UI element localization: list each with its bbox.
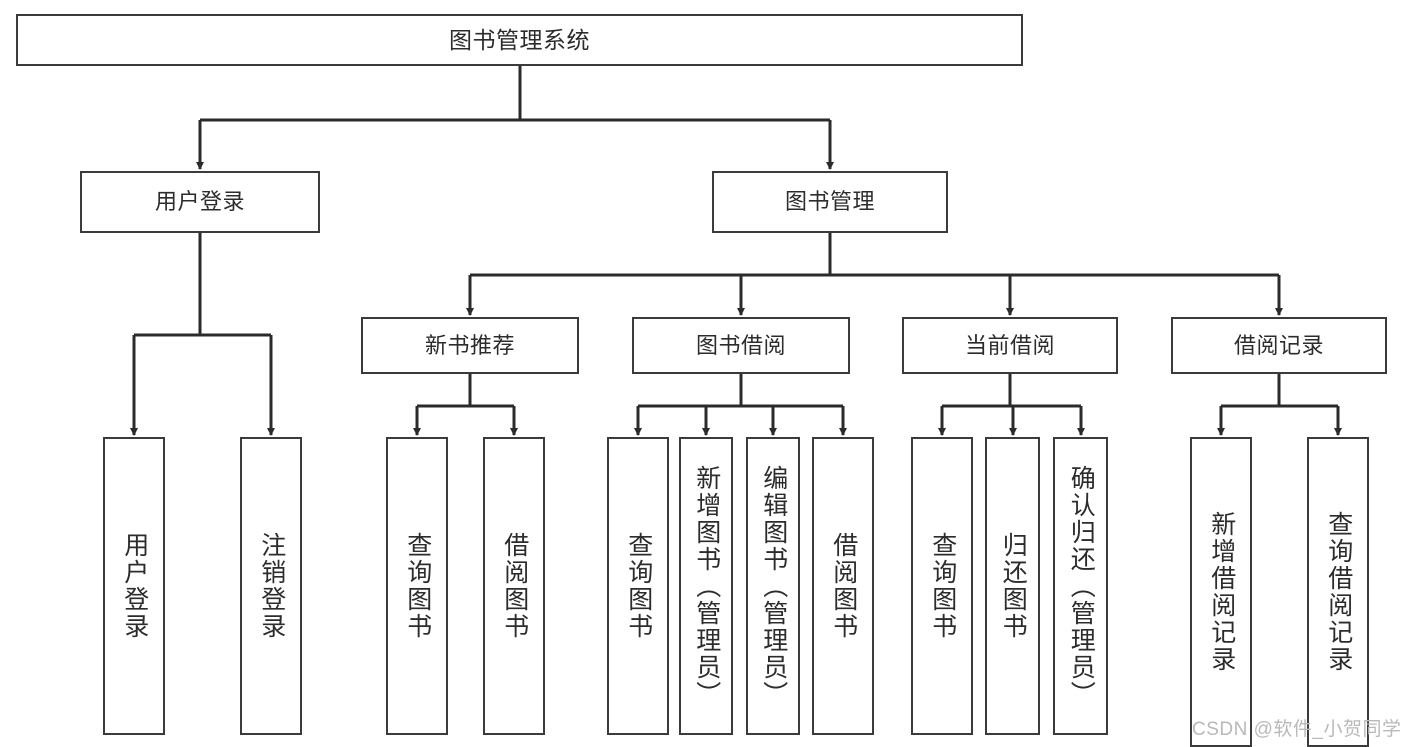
node-label: 图书借阅 <box>695 332 786 358</box>
node-leaf-add-book[interactable]: 新增图书（管理员） <box>679 437 733 735</box>
node-label: 查询图书 <box>624 532 653 640</box>
node-label: 图书管理系统 <box>449 26 590 53</box>
node-label: 用户登录 <box>154 189 245 214</box>
node-leaf-query-book-2[interactable]: 查询图书 <box>607 437 669 735</box>
node-borrow-record[interactable]: 借阅记录 <box>1171 317 1387 374</box>
node-user-login[interactable]: 用户登录 <box>80 171 320 233</box>
node-leaf-confirm-return[interactable]: 确认归还（管理员） <box>1053 437 1108 735</box>
node-new-book-recommend[interactable]: 新书推荐 <box>361 317 579 374</box>
node-label: 归还图书 <box>999 532 1028 640</box>
node-label: 注销登录 <box>257 532 286 640</box>
node-label: 确认归还（管理员） <box>1067 464 1096 708</box>
node-leaf-user-login[interactable]: 用户登录 <box>103 437 165 735</box>
node-label: 编辑图书（管理员） <box>759 464 788 708</box>
node-leaf-return-book[interactable]: 归还图书 <box>985 437 1040 735</box>
node-label: 新增图书（管理员） <box>692 464 721 708</box>
node-leaf-borrow-book-2[interactable]: 借阅图书 <box>812 437 874 735</box>
node-leaf-logout[interactable]: 注销登录 <box>240 437 302 735</box>
node-root[interactable]: 图书管理系统 <box>16 14 1023 66</box>
node-book-borrow[interactable]: 图书借阅 <box>632 317 850 374</box>
node-label: 用户登录 <box>120 532 149 640</box>
node-leaf-edit-book[interactable]: 编辑图书（管理员） <box>746 437 800 735</box>
edge-layer <box>130 66 1342 436</box>
node-label: 查询借阅记录 <box>1324 511 1353 673</box>
node-label: 查询图书 <box>403 532 432 640</box>
node-label: 借阅图书 <box>500 532 529 640</box>
node-leaf-borrow-book-1[interactable]: 借阅图书 <box>483 437 545 735</box>
node-label: 当前借阅 <box>964 332 1055 358</box>
node-label: 借阅图书 <box>829 532 858 640</box>
node-label: 新增借阅记录 <box>1207 511 1236 673</box>
node-leaf-add-record[interactable]: 新增借阅记录 <box>1190 437 1252 747</box>
csdn-watermark: CSDN @软件_小贺同学 <box>1192 719 1402 740</box>
node-label: 借阅记录 <box>1233 332 1324 358</box>
node-label: 新书推荐 <box>424 332 515 358</box>
node-leaf-query-book-3[interactable]: 查询图书 <box>911 437 973 735</box>
node-current-borrow[interactable]: 当前借阅 <box>902 317 1118 374</box>
node-book-manage[interactable]: 图书管理 <box>712 171 948 233</box>
node-label: 图书管理 <box>784 189 875 214</box>
node-leaf-query-record[interactable]: 查询借阅记录 <box>1307 437 1369 747</box>
node-leaf-query-book-1[interactable]: 查询图书 <box>386 437 448 735</box>
node-label: 查询图书 <box>928 532 957 640</box>
